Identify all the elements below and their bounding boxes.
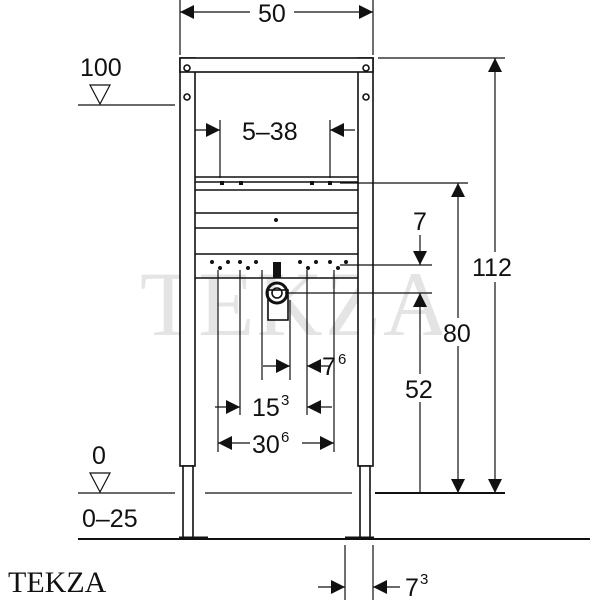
dim-height-total: 112 xyxy=(472,254,512,282)
dim-floor-range: 0–25 xyxy=(82,505,138,533)
dim-spacing-small-sup: 6 xyxy=(338,351,346,368)
dim-spacing-small: 7 xyxy=(322,353,336,381)
dim-leg-offset-sup: 3 xyxy=(420,571,428,588)
dim-offset: 7 xyxy=(413,208,427,236)
dim-height-bracket: 80 xyxy=(443,320,471,348)
brand-logo: TEKZA xyxy=(8,566,107,599)
dim-spacing-mid: 15 xyxy=(252,394,280,422)
dim-floor-level: 0 xyxy=(92,442,106,470)
dim-leg-offset: 7 xyxy=(405,574,419,600)
mounting-holes xyxy=(210,181,348,278)
dim-spacing-wide-sup: 6 xyxy=(281,429,289,446)
dim-spacing-wide: 30 xyxy=(252,431,280,459)
dim-spacing-mid-sup: 3 xyxy=(281,392,289,409)
dim-width-total: 50 xyxy=(258,0,286,28)
dim-top-level: 100 xyxy=(80,54,122,82)
dim-drain-height: 52 xyxy=(405,376,433,404)
dim-adjust-range: 5–38 xyxy=(242,118,298,146)
